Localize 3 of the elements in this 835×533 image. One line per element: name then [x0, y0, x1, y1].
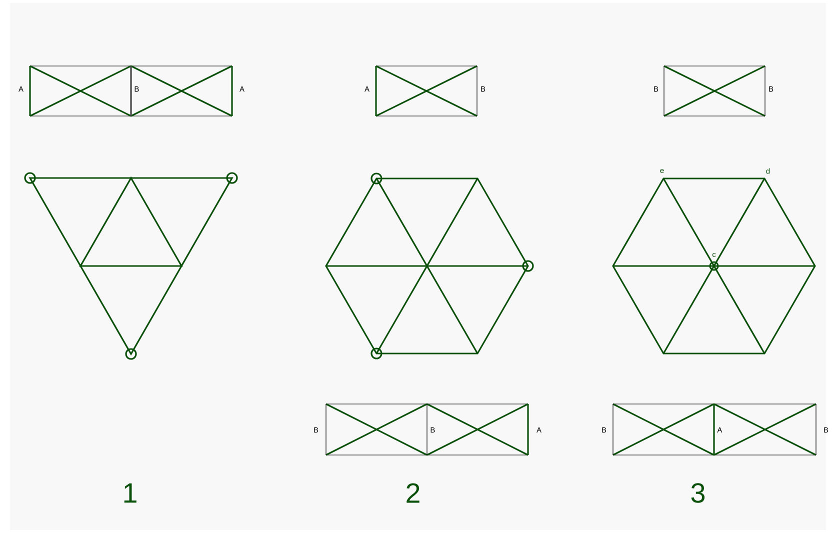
figure-number: 2 — [406, 483, 420, 503]
figure-number: 1 — [124, 483, 136, 503]
figure-number: 3 — [691, 483, 705, 503]
